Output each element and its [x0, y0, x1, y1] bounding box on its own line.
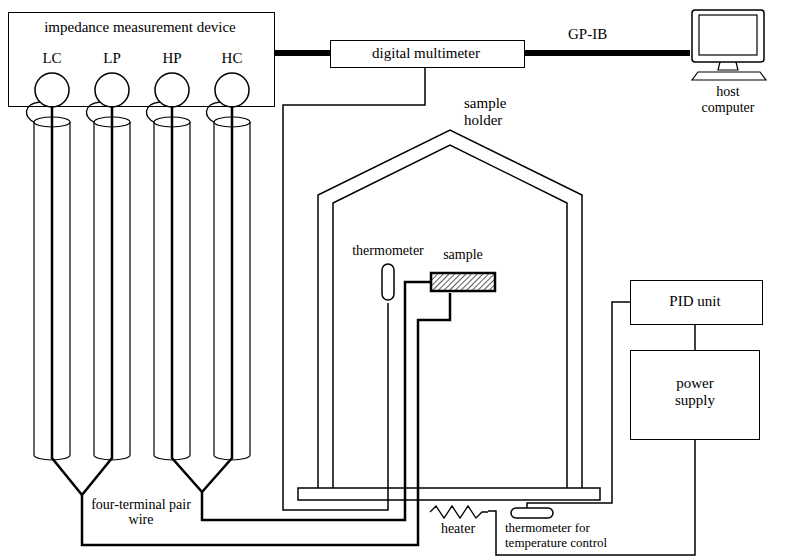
node-label: thermometer for temperature control — [505, 521, 645, 550]
terminal-name: HC — [217, 50, 247, 67]
terminal-name: LP — [97, 50, 127, 67]
sample-holder-outline — [298, 95, 600, 500]
node-label: host computer — [697, 84, 759, 115]
sample: sample — [430, 247, 496, 293]
terminal-name: LC — [37, 50, 67, 67]
node-label: impedance measurement device — [9, 19, 271, 36]
inner-conductors — [52, 107, 232, 495]
cable-label: four-terminal pair wire — [88, 497, 194, 528]
thermometer-wire — [283, 68, 425, 510]
sample-holder: sample holder thermometersample — [298, 95, 600, 500]
computer-icon: host computer — [690, 8, 774, 126]
multimeter-box: digital multimeter — [330, 40, 525, 68]
coaxial-cylinders — [34, 117, 250, 460]
node-label: sample — [430, 247, 496, 263]
gpib-cable — [525, 50, 690, 56]
cable — [275, 50, 330, 56]
heater-wire — [488, 440, 695, 555]
node-label: thermometer — [348, 243, 428, 259]
node-label: heater — [428, 521, 488, 537]
sensor-wire — [527, 302, 630, 508]
node-label: sample holder — [464, 95, 526, 129]
thermometer: thermometer — [348, 243, 428, 303]
heater: heater — [428, 504, 488, 540]
shield-loops — [26, 102, 220, 122]
bus-label: GP-IB — [566, 26, 609, 43]
node-label: power supply — [665, 375, 725, 409]
node-label: PID unit — [631, 293, 759, 310]
pid-box: PID unit — [630, 280, 763, 325]
terminal-name: HP — [157, 50, 187, 67]
control-wire — [694, 325, 696, 350]
power-supply-box: power supply — [630, 350, 760, 440]
sample-wire — [172, 107, 430, 520]
node-label: digital multimeter — [331, 45, 521, 62]
control-thermometer: thermometer for temperature control — [505, 508, 645, 553]
